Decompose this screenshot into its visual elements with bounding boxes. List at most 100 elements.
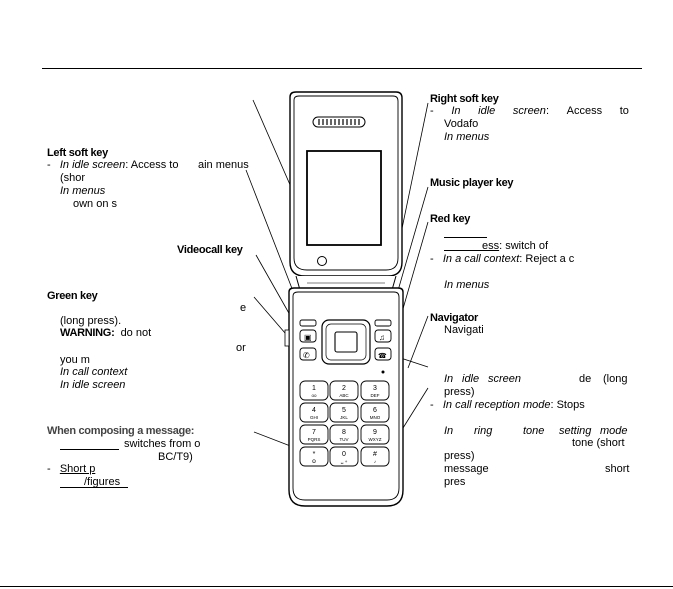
keypad-key[interactable]: *ⵙ (299, 446, 329, 467)
phone-upper-flip (289, 91, 403, 277)
right-soft-key-in-menus: In menus (444, 131, 490, 143)
nav-screen: screen (488, 373, 522, 385)
left-soft-key-access: : Access to (125, 159, 179, 171)
left-soft-key-shown: own on s (73, 198, 118, 210)
keypad-key[interactable]: 1oo (299, 380, 329, 401)
red-key-switch-of: : switch of (499, 240, 549, 252)
nav-tone: tone (523, 425, 545, 437)
green-key-warning: WARNING: do not (60, 327, 151, 340)
left-soft-key-idle: In idle screen (59, 159, 126, 171)
nav-de: de (579, 373, 592, 385)
red-key-ess: ess (482, 240, 500, 252)
rsk-to: to (619, 105, 629, 117)
composing-figures: /figures (84, 476, 121, 488)
navigator-press2: press) (444, 450, 475, 462)
green-key-title: Green key (47, 290, 98, 302)
keypad-key-number: 8 (342, 429, 346, 436)
videocall-key-title: Videocall key (177, 244, 243, 256)
red-key-in-menus: In menus (444, 279, 490, 291)
red-key-in-call: In a call context (442, 253, 520, 265)
green-key-frag-e: e (240, 302, 247, 314)
navigator-pres: pres (444, 476, 466, 488)
keypad-key-number: 1 (312, 385, 316, 392)
navigator-press: press) (444, 386, 475, 398)
nav-stops: : Stops (550, 399, 585, 411)
keypad-key-letters: TUV (340, 437, 349, 442)
composing-short-p: Short p (59, 463, 96, 475)
keypad-key-number: * (313, 451, 316, 458)
left-soft-key-short: (shor (60, 172, 86, 184)
left-soft-key-in-menus: In menus (60, 185, 106, 197)
red-key-underline-top (444, 237, 487, 238)
red-key-reject: - In a call context: Reject a c (430, 253, 575, 265)
composing-bc-t9: BC/T9) (158, 451, 193, 463)
nav-call-reception: In call reception mode (442, 399, 551, 411)
footer-rule (0, 586, 673, 587)
keypad-key-number: 2 (342, 385, 346, 392)
navigator-title: Navigator (430, 312, 479, 324)
nav-idle: idle (462, 373, 480, 385)
music-key-title: Music player key (430, 177, 514, 189)
keypad-key-letters: ␣ + (341, 459, 348, 465)
red-key-switch-off: ess: switch of (444, 240, 548, 253)
nav-long: (long (603, 373, 628, 385)
green-key-frag-or: or (236, 342, 246, 354)
videocall-icon: ▣ (304, 333, 312, 342)
composing-title: When composing a message: (47, 425, 195, 437)
nav-setting: setting (559, 425, 592, 437)
keypad-key-number: 5 (342, 407, 346, 414)
keypad-key-number: 6 (373, 407, 377, 414)
keypad-key-number: 0 (342, 451, 346, 458)
nav-in: In (444, 373, 454, 385)
navigator-tone-short: tone (short (572, 437, 625, 449)
right-soft-key-title: Right soft key (430, 93, 499, 105)
rsk-screen: screen: (512, 105, 549, 117)
keypad-key-number: 4 (312, 407, 316, 414)
header-rule (42, 68, 642, 69)
warning-text: do not (120, 327, 152, 339)
nav-ring: ring (474, 425, 493, 437)
green-key-in-idle: In idle screen (60, 379, 126, 391)
rsk-access: Access (566, 105, 603, 117)
keypad-key-number: 3 (373, 385, 377, 392)
keypad: 1oo2ABC3DEF4GHI5JKL6MNO7PQRS8TUV9WXYZ*ⵙ0… (299, 380, 390, 467)
keypad-key-letters: oo (311, 393, 317, 398)
keypad-key-letters: ♪ (374, 459, 376, 464)
rsk-in: In (451, 105, 461, 117)
music-icon: ♫ (379, 333, 385, 342)
navigator-short: short (605, 463, 630, 475)
keypad-key[interactable]: #♪ (360, 446, 390, 467)
green-key-long-press: (long press). (60, 315, 122, 327)
keypad-key[interactable]: 0␣ + (329, 446, 359, 467)
navigator-navigati: Navigati (444, 324, 484, 336)
left-soft-key-title: Left soft key (47, 147, 108, 159)
left-soft-key-main-menus: ain menus (198, 159, 249, 171)
keypad-key-letters: ABC (339, 393, 349, 398)
left-soft-key-line1: - In idle screen: Access to (47, 159, 179, 171)
keypad-key-letters: PQRS (308, 437, 321, 442)
red-key-title: Red key (430, 213, 471, 225)
keypad-key-number: 9 (373, 429, 377, 436)
red-key-reject-text: : Reject a c (519, 253, 575, 265)
dash: - (430, 105, 434, 117)
composing-short-press: - Short p (47, 463, 96, 475)
keypad-key-letters: GHI (310, 415, 318, 420)
right-soft-key-vodafo: Vodafo (444, 118, 479, 130)
end-call-icon: ☎ (378, 352, 387, 360)
composing-underline-2 (60, 487, 128, 488)
keypad-key-letters: ⵙ (312, 459, 317, 464)
navigator-call-reception: - In call reception mode: Stops (430, 399, 585, 411)
right-soft-key-line1: - In idle screen: Access to (430, 105, 629, 118)
composing-underline (60, 449, 119, 450)
warning-label: WARNING: (60, 327, 115, 339)
rsk-idle: idle (478, 105, 496, 117)
keypad-key-number: # (373, 451, 377, 458)
